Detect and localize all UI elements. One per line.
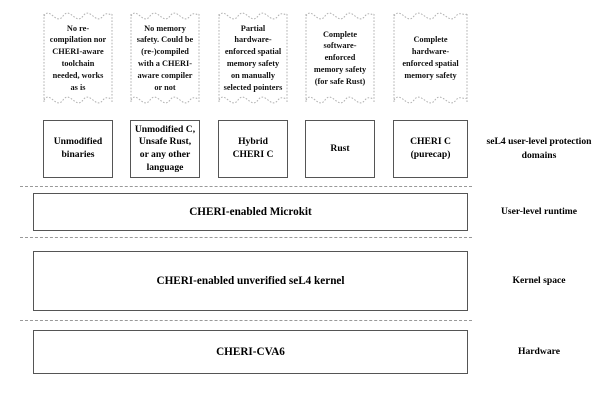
note-text: No re-compilation nor CHERI-aware toolch… — [49, 23, 107, 92]
note-text: No memory safety. Could be (re-)compiled… — [136, 23, 194, 92]
divider-user-level-protection — [20, 186, 472, 187]
note-rust: Complete software-enforced memory safety… — [305, 4, 375, 112]
domain-box-label: Unmodified binaries — [53, 136, 103, 160]
domain-box-hybrid-cheri-c[interactable]: Hybrid CHERI C — [218, 120, 288, 178]
domain-box-label: Rust — [330, 142, 350, 154]
side-label-hardware: Hardware — [483, 330, 595, 374]
note-text: Complete software-enforced memory safety… — [313, 29, 367, 86]
layer-box-microkit[interactable]: CHERI-enabled Microkit — [33, 193, 468, 231]
side-label-text: Hardware — [518, 346, 560, 358]
note-text: Complete hardware-enforced spatial memor… — [402, 35, 459, 80]
domain-box-rust[interactable]: Rust — [305, 120, 375, 178]
domain-box-label: CHERI C (purecap) — [410, 136, 451, 160]
layer-box-cheri-cva6[interactable]: CHERI-CVA6 — [33, 330, 468, 374]
domain-box-cheri-c-purecap[interactable]: CHERI C (purecap) — [393, 120, 468, 178]
domain-box-unmodified-c[interactable]: Unmodified C, Unsafe Rust, or any other … — [130, 120, 200, 178]
layer-box-label: CHERI-enabled unverified seL4 kernel — [156, 275, 345, 287]
note-unmodified-binaries: No re-compilation nor CHERI-aware toolch… — [43, 4, 113, 112]
domain-box-label: Hybrid CHERI C — [232, 136, 274, 160]
note-unmodified-c: No memory safety. Could be (re-)compiled… — [130, 4, 200, 112]
domain-box-label: Unmodified C, Unsafe Rust, or any other … — [134, 123, 196, 173]
divider-user-level-runtime — [20, 237, 472, 238]
side-label-kernel-space: Kernel space — [483, 251, 595, 311]
note-hybrid-cheri-c: Partial hardware-enforced spatial memory… — [218, 4, 288, 112]
side-label-text: User-level runtime — [500, 206, 578, 218]
divider-kernel-hardware — [20, 320, 472, 321]
side-label-text: seL4 user-level protection domains — [486, 136, 592, 161]
note-cheri-c-purecap: Complete hardware-enforced spatial memor… — [393, 4, 468, 112]
side-label-user-level-runtime: User-level runtime — [483, 193, 595, 231]
layer-box-label: CHERI-enabled Microkit — [189, 206, 312, 218]
layer-box-sel4-kernel[interactable]: CHERI-enabled unverified seL4 kernel — [33, 251, 468, 311]
layer-box-label: CHERI-CVA6 — [216, 346, 285, 358]
side-label-protection-domains: seL4 user-level protection domains — [483, 120, 595, 178]
side-label-text: Kernel space — [512, 275, 566, 287]
domain-box-unmodified-binaries[interactable]: Unmodified binaries — [43, 120, 113, 178]
note-text: Partial hardware-enforced spatial memory… — [223, 23, 283, 92]
